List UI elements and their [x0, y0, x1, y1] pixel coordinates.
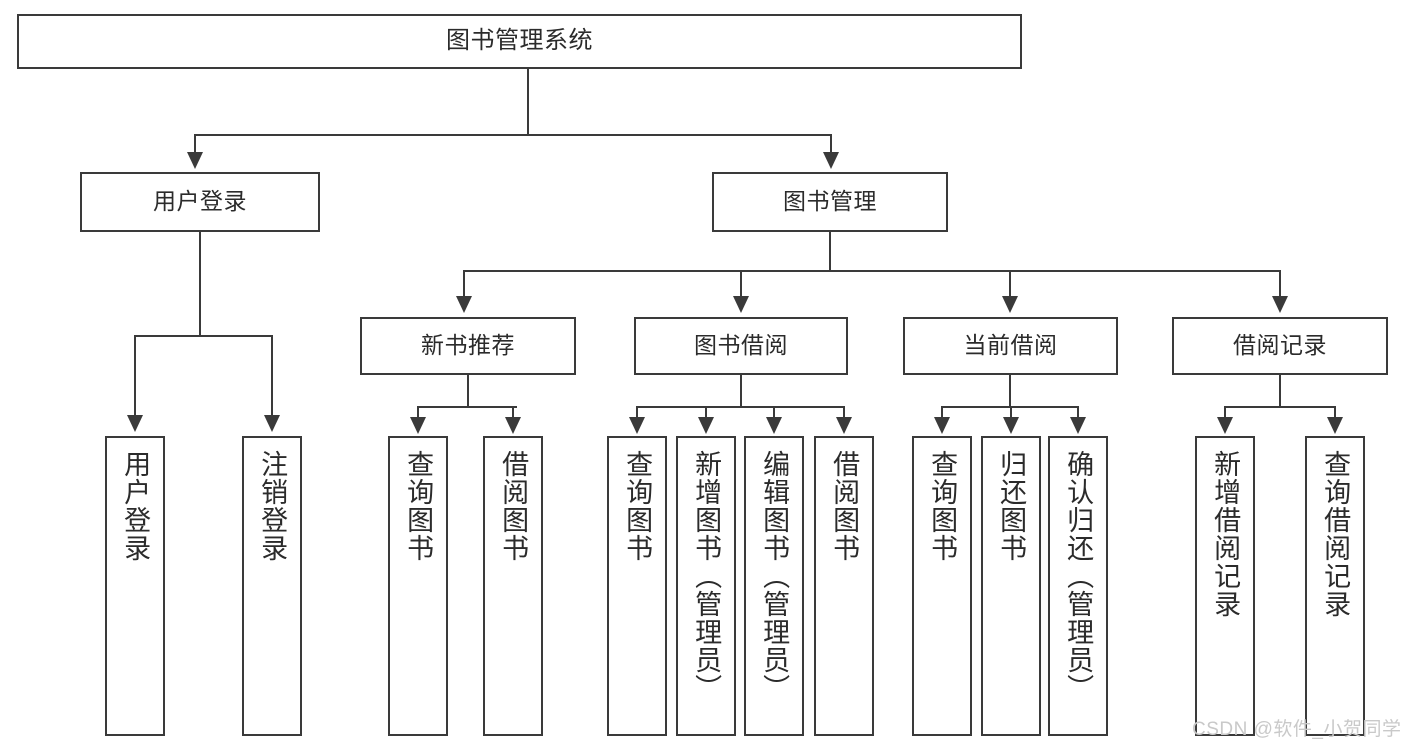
arrowhead-leaf-edit-book — [766, 417, 782, 434]
connector-bb-branch-1 — [636, 406, 638, 421]
connector-br-branch-2 — [1334, 406, 1336, 421]
connector-bm-branch-2 — [740, 270, 742, 300]
connector-user-login-branch-1 — [134, 335, 136, 419]
connector-bb-bar — [636, 406, 845, 408]
connector-book-management-bar — [463, 270, 1281, 272]
arrowhead-user-login — [187, 152, 203, 169]
arrowhead-leaf-add-book — [698, 417, 714, 434]
connector-root-to-user-login — [194, 134, 196, 158]
connector-nbr-bar — [417, 406, 517, 408]
node-user-login[interactable]: 用户登录 — [80, 172, 320, 232]
connector-nbr-branch-1 — [417, 406, 419, 421]
node-label: 新增借阅记录 — [1210, 450, 1241, 618]
arrowhead-leaf-borrow-book-1 — [505, 417, 521, 434]
node-label: 查询图书 — [403, 450, 434, 562]
arrowhead-leaf-user-login — [127, 415, 143, 432]
node-book-management[interactable]: 图书管理 — [712, 172, 948, 232]
node-label: 注销登录 — [257, 450, 288, 562]
node-leaf-borrow-book-1[interactable]: 借阅图书 — [483, 436, 543, 736]
arrowhead-borrow-record — [1272, 296, 1288, 313]
connector-bm-branch-4 — [1279, 270, 1281, 300]
node-label: 归还图书 — [996, 450, 1027, 562]
connector-bm-branch-3 — [1009, 270, 1011, 300]
node-label: 编辑图书（管理员） — [759, 450, 790, 702]
connector-cb-branch-2 — [1010, 406, 1012, 421]
node-book-borrow[interactable]: 图书借阅 — [634, 317, 848, 375]
node-leaf-add-book[interactable]: 新增图书（管理员） — [676, 436, 736, 736]
connector-bb-stem — [740, 375, 742, 407]
node-label: 图书管理系统 — [446, 27, 593, 55]
node-new-book-recommend[interactable]: 新书推荐 — [360, 317, 576, 375]
node-leaf-edit-book[interactable]: 编辑图书（管理员） — [744, 436, 804, 736]
node-label: 查询图书 — [927, 450, 958, 562]
node-leaf-return-book[interactable]: 归还图书 — [981, 436, 1041, 736]
connector-nbr-stem — [467, 375, 469, 407]
connector-book-management-stem — [829, 232, 831, 271]
node-label: 图书管理 — [783, 188, 877, 215]
connector-br-bar — [1224, 406, 1336, 408]
connector-bb-branch-4 — [843, 406, 845, 421]
arrowhead-leaf-confirm-return — [1070, 417, 1086, 434]
node-leaf-query-book-1[interactable]: 查询图书 — [388, 436, 448, 736]
connector-bm-branch-1 — [463, 270, 465, 300]
arrowhead-new-book-recommend — [456, 296, 472, 313]
connector-cb-stem — [1009, 375, 1011, 407]
connector-cb-branch-3 — [1077, 406, 1079, 421]
node-leaf-borrow-book-2[interactable]: 借阅图书 — [814, 436, 874, 736]
node-book-management-system[interactable]: 图书管理系统 — [17, 14, 1022, 69]
node-leaf-query-book-3[interactable]: 查询图书 — [912, 436, 972, 736]
connector-cb-branch-1 — [941, 406, 943, 421]
node-label: 借阅图书 — [498, 450, 529, 562]
node-label: 查询借阅记录 — [1320, 450, 1351, 618]
arrowhead-current-borrow — [1002, 296, 1018, 313]
node-leaf-query-book-2[interactable]: 查询图书 — [607, 436, 667, 736]
node-label: 借阅记录 — [1233, 332, 1327, 359]
connector-root-bar — [194, 134, 832, 136]
node-label: 借阅图书 — [829, 450, 860, 562]
connector-nbr-branch-2 — [512, 406, 514, 421]
connector-root-to-book-management — [830, 134, 832, 158]
node-label: 图书借阅 — [694, 332, 788, 359]
connector-user-login-bar — [134, 335, 273, 337]
arrowhead-leaf-add-record — [1217, 417, 1233, 434]
watermark: CSDN @软件_小贺同学 — [1192, 719, 1402, 740]
connector-bb-branch-3 — [773, 406, 775, 421]
connector-br-stem — [1279, 375, 1281, 407]
node-leaf-confirm-return[interactable]: 确认归还（管理员） — [1048, 436, 1108, 736]
node-borrow-record[interactable]: 借阅记录 — [1172, 317, 1388, 375]
node-leaf-logout-login[interactable]: 注销登录 — [242, 436, 302, 736]
connector-root-stem — [527, 69, 529, 135]
arrowhead-leaf-logout-login — [264, 415, 280, 432]
arrowhead-leaf-query-book-3 — [934, 417, 950, 434]
node-label: 新增图书（管理员） — [691, 450, 722, 702]
node-label: 当前借阅 — [963, 332, 1058, 359]
node-label: 确认归还（管理员） — [1063, 450, 1094, 702]
arrowhead-leaf-query-book-2 — [629, 417, 645, 434]
node-label: 查询图书 — [622, 450, 653, 562]
node-leaf-query-record[interactable]: 查询借阅记录 — [1305, 436, 1365, 736]
node-label: 用户登录 — [153, 188, 247, 215]
connector-bb-branch-2 — [705, 406, 707, 421]
node-leaf-user-login[interactable]: 用户登录 — [105, 436, 165, 736]
node-current-borrow[interactable]: 当前借阅 — [903, 317, 1118, 375]
connector-br-branch-1 — [1224, 406, 1226, 421]
arrowhead-leaf-query-record — [1327, 417, 1343, 434]
arrowhead-book-borrow — [733, 296, 749, 313]
node-leaf-add-record[interactable]: 新增借阅记录 — [1195, 436, 1255, 736]
arrowhead-leaf-return-book — [1003, 417, 1019, 434]
node-label: 新书推荐 — [421, 332, 515, 359]
connector-user-login-branch-2 — [271, 335, 273, 419]
arrowhead-leaf-borrow-book-2 — [836, 417, 852, 434]
node-label: 用户登录 — [120, 450, 151, 562]
arrowhead-book-management — [823, 152, 839, 169]
arrowhead-leaf-query-book-1 — [410, 417, 426, 434]
connector-user-login-stem — [199, 232, 201, 336]
